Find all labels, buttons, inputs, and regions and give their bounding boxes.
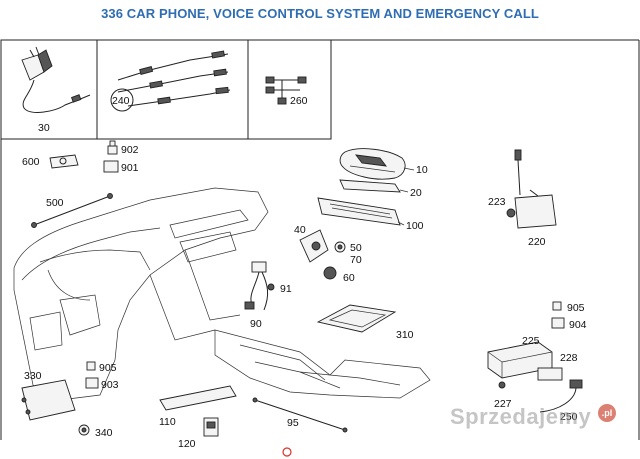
- callout-120: 120: [178, 438, 196, 450]
- cable-part-250: [539, 379, 583, 413]
- antenna-part-500: [31, 193, 113, 228]
- watermark-text: Sprzedajemy: [450, 404, 592, 429]
- watermark-badge: .pl: [598, 404, 616, 422]
- bracket-part-905-left: [86, 361, 96, 371]
- callout-901: 901: [121, 162, 139, 174]
- callout-228: 228: [560, 352, 578, 364]
- module-part-330: [21, 379, 76, 421]
- callout-905-right: 905: [567, 302, 585, 314]
- callout-60: 60: [343, 272, 355, 284]
- callout-500: 500: [46, 197, 64, 209]
- screw-part-223: [506, 208, 516, 218]
- clip-part-600: [49, 154, 79, 169]
- screw-part-340: [78, 424, 90, 436]
- callout-223: 223: [488, 196, 506, 208]
- adapter-part-260: [265, 76, 307, 105]
- diagram-title: 336 CAR PHONE, VOICE CONTROL SYSTEM AND …: [101, 6, 539, 21]
- callout-90: 90: [250, 318, 262, 330]
- callout-30: 30: [38, 122, 50, 134]
- callout-904: 904: [569, 319, 587, 331]
- callout-40: 40: [294, 224, 306, 236]
- module-part-220: [514, 149, 557, 229]
- callout-225: 225: [522, 335, 540, 347]
- phone-handset-10: [339, 148, 406, 180]
- callout-20: 20: [410, 187, 422, 199]
- callout-330: 330: [24, 370, 42, 382]
- callout-905-left: 905: [99, 362, 117, 374]
- callout-95: 95: [287, 417, 299, 429]
- callout-220: 220: [528, 236, 546, 248]
- callout-10: 10: [416, 164, 428, 176]
- callout-250: 250: [560, 411, 578, 423]
- callout-902: 902: [121, 144, 139, 156]
- cable-part-95: [252, 397, 348, 433]
- callout-260: 260: [290, 95, 308, 107]
- screw-part-227: [498, 381, 506, 389]
- harness-part-90: [244, 261, 275, 311]
- callout-340: 340: [95, 427, 113, 439]
- callout-310: 310: [396, 329, 414, 341]
- holder-part-100: [317, 197, 401, 226]
- bracket-part-901: [103, 160, 119, 173]
- tray-part-310: [316, 304, 397, 333]
- bracket-part-905: [552, 301, 562, 311]
- callout-91: 91: [280, 283, 292, 295]
- bracket-part-904: [551, 317, 565, 329]
- cradle-part-20: [339, 179, 401, 193]
- knob-part-60: [323, 266, 337, 280]
- callout-70: 70: [350, 254, 362, 266]
- callout-903: 903: [101, 379, 119, 391]
- callout-50: 50: [350, 242, 362, 254]
- callout-240: 240: [112, 95, 130, 107]
- screw-part-50: [334, 241, 346, 253]
- trim-part-110: [159, 385, 237, 411]
- marker-circle: [282, 447, 292, 457]
- switch-part-120: [203, 417, 219, 437]
- callout-227: 227: [494, 398, 512, 410]
- callout-600: 600: [22, 156, 40, 168]
- inset-box-adapter: [247, 39, 332, 140]
- callout-100: 100: [406, 220, 424, 232]
- bracket-part-40: [299, 229, 329, 263]
- charger-part-30: [21, 46, 91, 113]
- cable-set-240: [110, 50, 231, 112]
- bracket-part-903: [85, 377, 99, 389]
- bracket-part-902: [107, 140, 118, 155]
- callout-110: 110: [159, 416, 176, 428]
- connector-part-228: [537, 367, 563, 381]
